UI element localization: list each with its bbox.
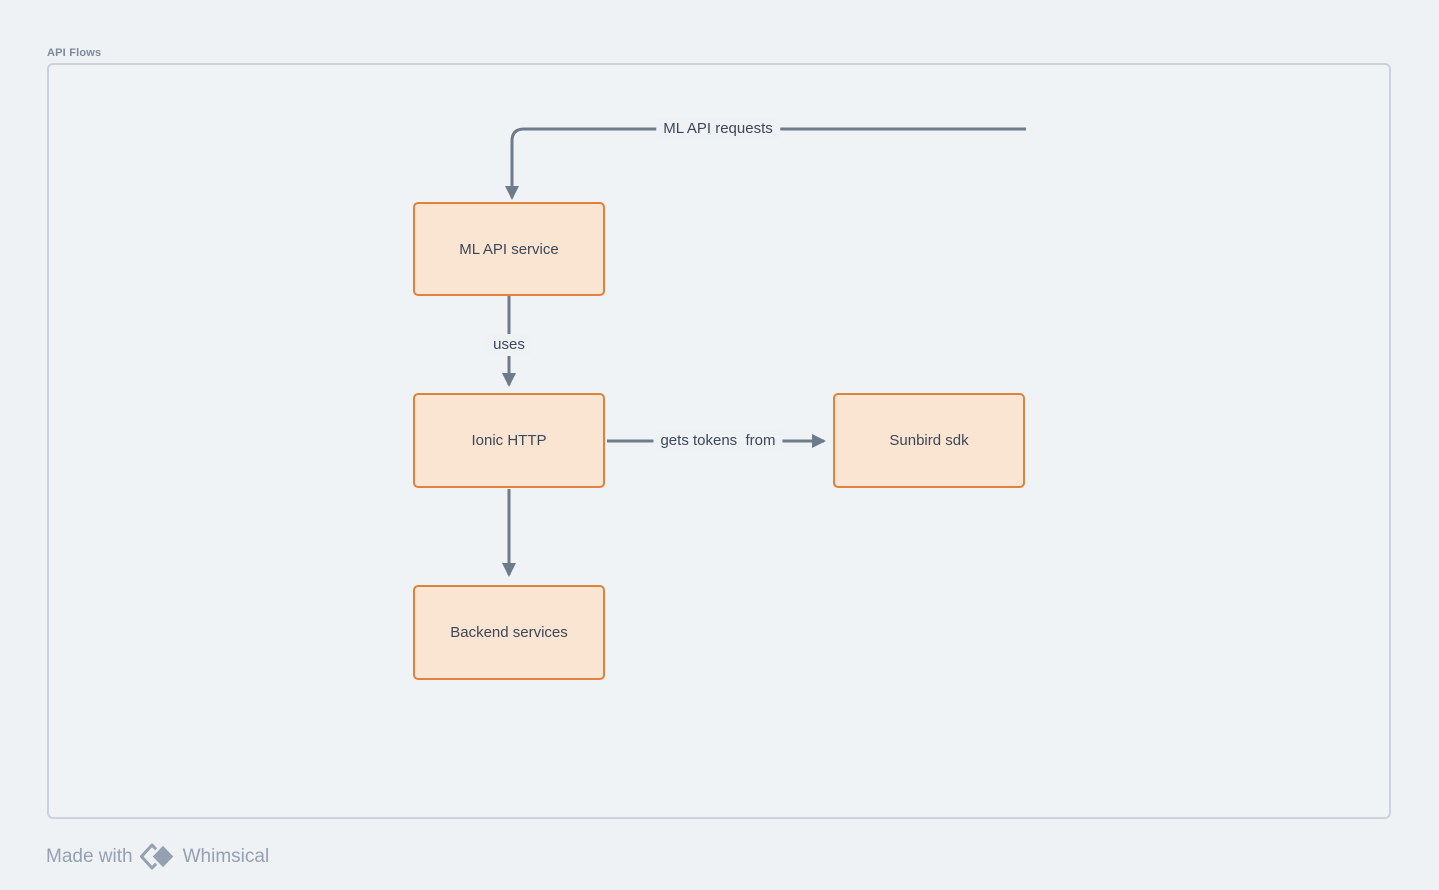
edge-label-ml-api-requests: ML API requests: [656, 118, 780, 140]
node-ml-api-service-label: ML API service: [459, 240, 559, 258]
node-ionic-http-label: Ionic HTTP: [471, 432, 547, 449]
frame-title: API Flows: [47, 47, 102, 59]
node-backend-services[interactable]: Backend services: [413, 585, 605, 680]
node-ionic-http[interactable]: Ionic HTTP: [413, 393, 605, 488]
node-backend-services-label: Backend services: [450, 624, 568, 641]
whimsical-brand-text: Whimsical: [182, 846, 270, 867]
node-sunbird-sdk[interactable]: Sunbird sdk: [833, 393, 1025, 488]
node-sunbird-sdk-label: Sunbird sdk: [889, 432, 969, 449]
edge-label-gets-tokens: gets tokens from: [653, 430, 783, 452]
node-ml-api-service[interactable]: ML API service: [413, 202, 605, 296]
edge-label-uses: uses: [486, 334, 532, 356]
made-with-text: Made with: [46, 846, 133, 867]
made-with-whimsical[interactable]: Made with Whimsical: [46, 841, 269, 873]
whimsical-logo-icon: [139, 842, 176, 871]
